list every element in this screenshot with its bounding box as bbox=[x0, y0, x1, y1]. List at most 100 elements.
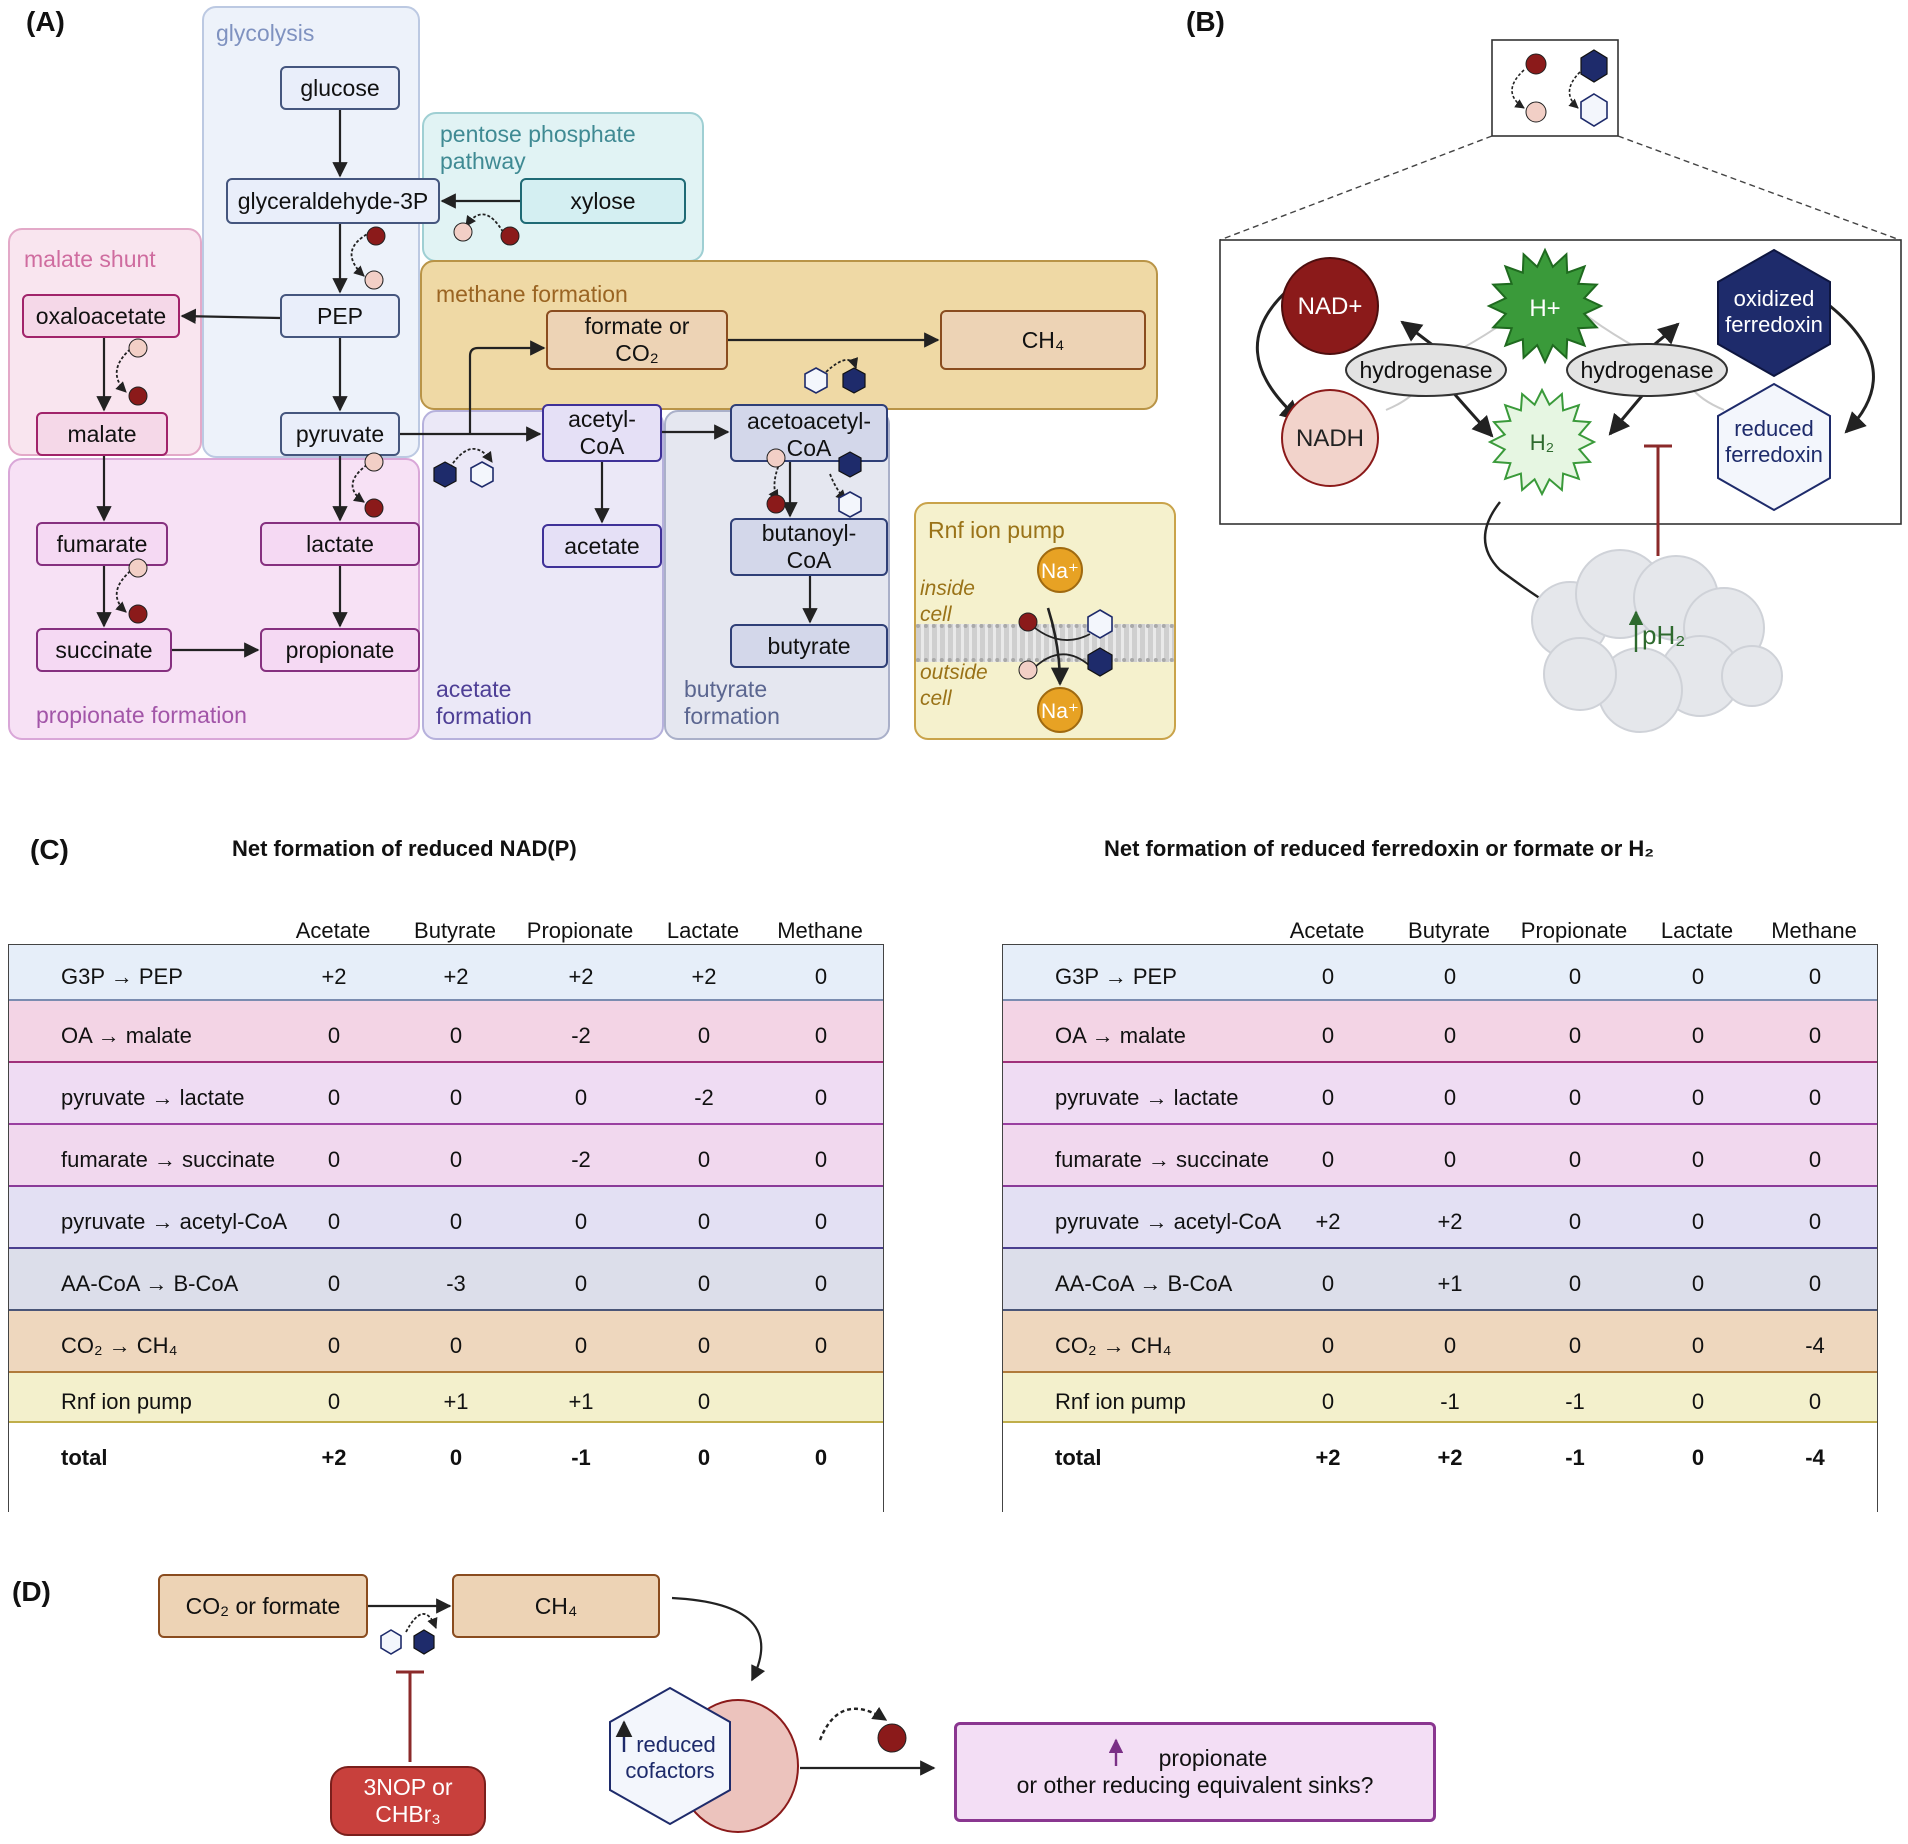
table-cell: 0 bbox=[697, 1271, 711, 1296]
panel-label-d: (D) bbox=[12, 1576, 51, 1607]
table-cell: 0 bbox=[814, 1085, 828, 1110]
table-cell: 0 bbox=[1568, 1147, 1582, 1172]
table-cell: 0 bbox=[814, 1271, 828, 1296]
b-nadh bbox=[1281, 389, 1379, 487]
table-cell: 0 bbox=[1691, 1147, 1705, 1172]
table-cell: -1 bbox=[1565, 1389, 1585, 1414]
b-ph2-label: pH₂ bbox=[1642, 620, 1685, 650]
b-hydrogenase-left bbox=[1345, 343, 1507, 397]
table-cell: 0 bbox=[574, 1085, 588, 1110]
node-fumarate: fumarate bbox=[36, 522, 168, 566]
d-nadh-dot bbox=[877, 1723, 907, 1753]
table-cell: +2 bbox=[691, 964, 717, 989]
d-sink-box: propionate or other reducing equivalent … bbox=[954, 1722, 1436, 1822]
table-cell: -2 bbox=[571, 1147, 591, 1172]
node-acetoacetyl-coa: acetoacetyl-CoA bbox=[730, 404, 888, 462]
table-cell: +1 bbox=[568, 1389, 594, 1414]
table-cell: +1 bbox=[443, 1389, 469, 1414]
b-h2-star bbox=[1487, 387, 1597, 497]
d-sink-line1: propionate bbox=[1158, 1745, 1268, 1771]
table-cell: +2 bbox=[321, 1445, 347, 1470]
table-cell: 0 bbox=[449, 1333, 463, 1358]
table-row-label: G3P → PEP bbox=[1055, 964, 1177, 989]
table-cell: 0 bbox=[574, 1271, 588, 1296]
table-cell: 0 bbox=[327, 1209, 341, 1234]
region-title-pentose-phosphate: pentose phosphate pathway bbox=[440, 121, 636, 174]
table-cell: +1 bbox=[1437, 1271, 1463, 1296]
table-row-label: OA → malate bbox=[61, 1023, 192, 1048]
node-ch4: CH₄ bbox=[940, 310, 1146, 370]
node-glucose: glucose bbox=[280, 66, 400, 110]
region-title-acetate: acetate formation bbox=[436, 676, 532, 729]
panel-label-c: (C) bbox=[30, 834, 69, 865]
panel-label-a: (A) bbox=[26, 6, 65, 37]
table-cell: 0 bbox=[1321, 1023, 1335, 1048]
d-fd-red bbox=[413, 1629, 435, 1655]
table-cell: 0 bbox=[327, 1333, 341, 1358]
table-nad-col-header: Propionate bbox=[526, 918, 634, 943]
region-rnf-pump bbox=[914, 502, 1176, 740]
region-title-malate-shunt: malate shunt bbox=[24, 246, 156, 272]
table-cell: 0 bbox=[327, 1023, 341, 1048]
d-node-co2-formate: CO₂ or formate bbox=[158, 1574, 368, 1638]
node-pyruvate: pyruvate bbox=[280, 412, 400, 456]
node-formate-co2: formate or CO₂ bbox=[546, 310, 728, 370]
table-cell: 0 bbox=[1321, 1389, 1335, 1414]
table-cell: 0 bbox=[1568, 1023, 1582, 1048]
b-oxidized-ferredoxin bbox=[1717, 248, 1831, 378]
table-cell: 0 bbox=[449, 1085, 463, 1110]
b-legend-nadh bbox=[1525, 53, 1547, 75]
table-cell: 0 bbox=[1691, 1023, 1705, 1048]
node-malate: malate bbox=[36, 412, 168, 456]
table-row-label: CO₂ → CH₄ bbox=[1055, 1333, 1172, 1358]
table-row-label: fumarate → succinate bbox=[1055, 1147, 1269, 1172]
b-nad-plus-label: NAD+ bbox=[1298, 293, 1363, 320]
table-cell: 0 bbox=[449, 1147, 463, 1172]
table-nad-col-header: Acetate bbox=[295, 918, 371, 943]
region-title-propionate: propionate formation bbox=[36, 702, 247, 728]
b-legend-box bbox=[1491, 39, 1619, 137]
table-cell: -1 bbox=[571, 1445, 591, 1470]
region-title-butyrate: butyrate formation bbox=[684, 676, 780, 729]
table-cell: 0 bbox=[1808, 1085, 1822, 1110]
membrane bbox=[916, 624, 1174, 662]
table-cell: 0 bbox=[449, 1023, 463, 1048]
table-cell: 0 bbox=[1568, 964, 1582, 989]
table-cell: +2 bbox=[1437, 1445, 1463, 1470]
b-legend-fd-ox bbox=[1580, 93, 1608, 127]
table-cell: 0 bbox=[1443, 1333, 1457, 1358]
b-hydrogenase-right bbox=[1566, 343, 1728, 397]
table-row-label: total bbox=[1055, 1445, 1102, 1470]
b-h-plus-star bbox=[1486, 247, 1604, 365]
table-cell: +2 bbox=[443, 964, 469, 989]
b-h-plus-label: H+ bbox=[1529, 295, 1560, 322]
table-cell: 0 bbox=[1691, 1271, 1705, 1296]
table-row-label: total bbox=[61, 1445, 108, 1470]
node-propionate: propionate bbox=[260, 628, 420, 672]
table-row-label: Rnf ion pump bbox=[1055, 1389, 1186, 1414]
table-cell: 0 bbox=[1808, 1023, 1822, 1048]
table-cell: 0 bbox=[1808, 1271, 1822, 1296]
b-nadh-label: NADH bbox=[1296, 425, 1364, 452]
node-acetyl-coa: acetyl-CoA bbox=[542, 404, 662, 462]
table-cell: 0 bbox=[1443, 1147, 1457, 1172]
node-lactate: lactate bbox=[260, 522, 420, 566]
table-cell: -4 bbox=[1805, 1333, 1825, 1358]
table-nad-col-header: Lactate bbox=[666, 918, 740, 943]
table-cell: -2 bbox=[571, 1023, 591, 1048]
node-g3p: glyceraldehyde-3P bbox=[226, 178, 440, 224]
table-nad-col-header: Methane bbox=[777, 918, 863, 943]
table-cell: +2 bbox=[321, 964, 347, 989]
table-row-label: pyruvate → lactate bbox=[61, 1085, 245, 1110]
b-hydrogenase-left-label: hydrogenase bbox=[1360, 357, 1493, 383]
table-cell: -1 bbox=[1565, 1445, 1585, 1470]
